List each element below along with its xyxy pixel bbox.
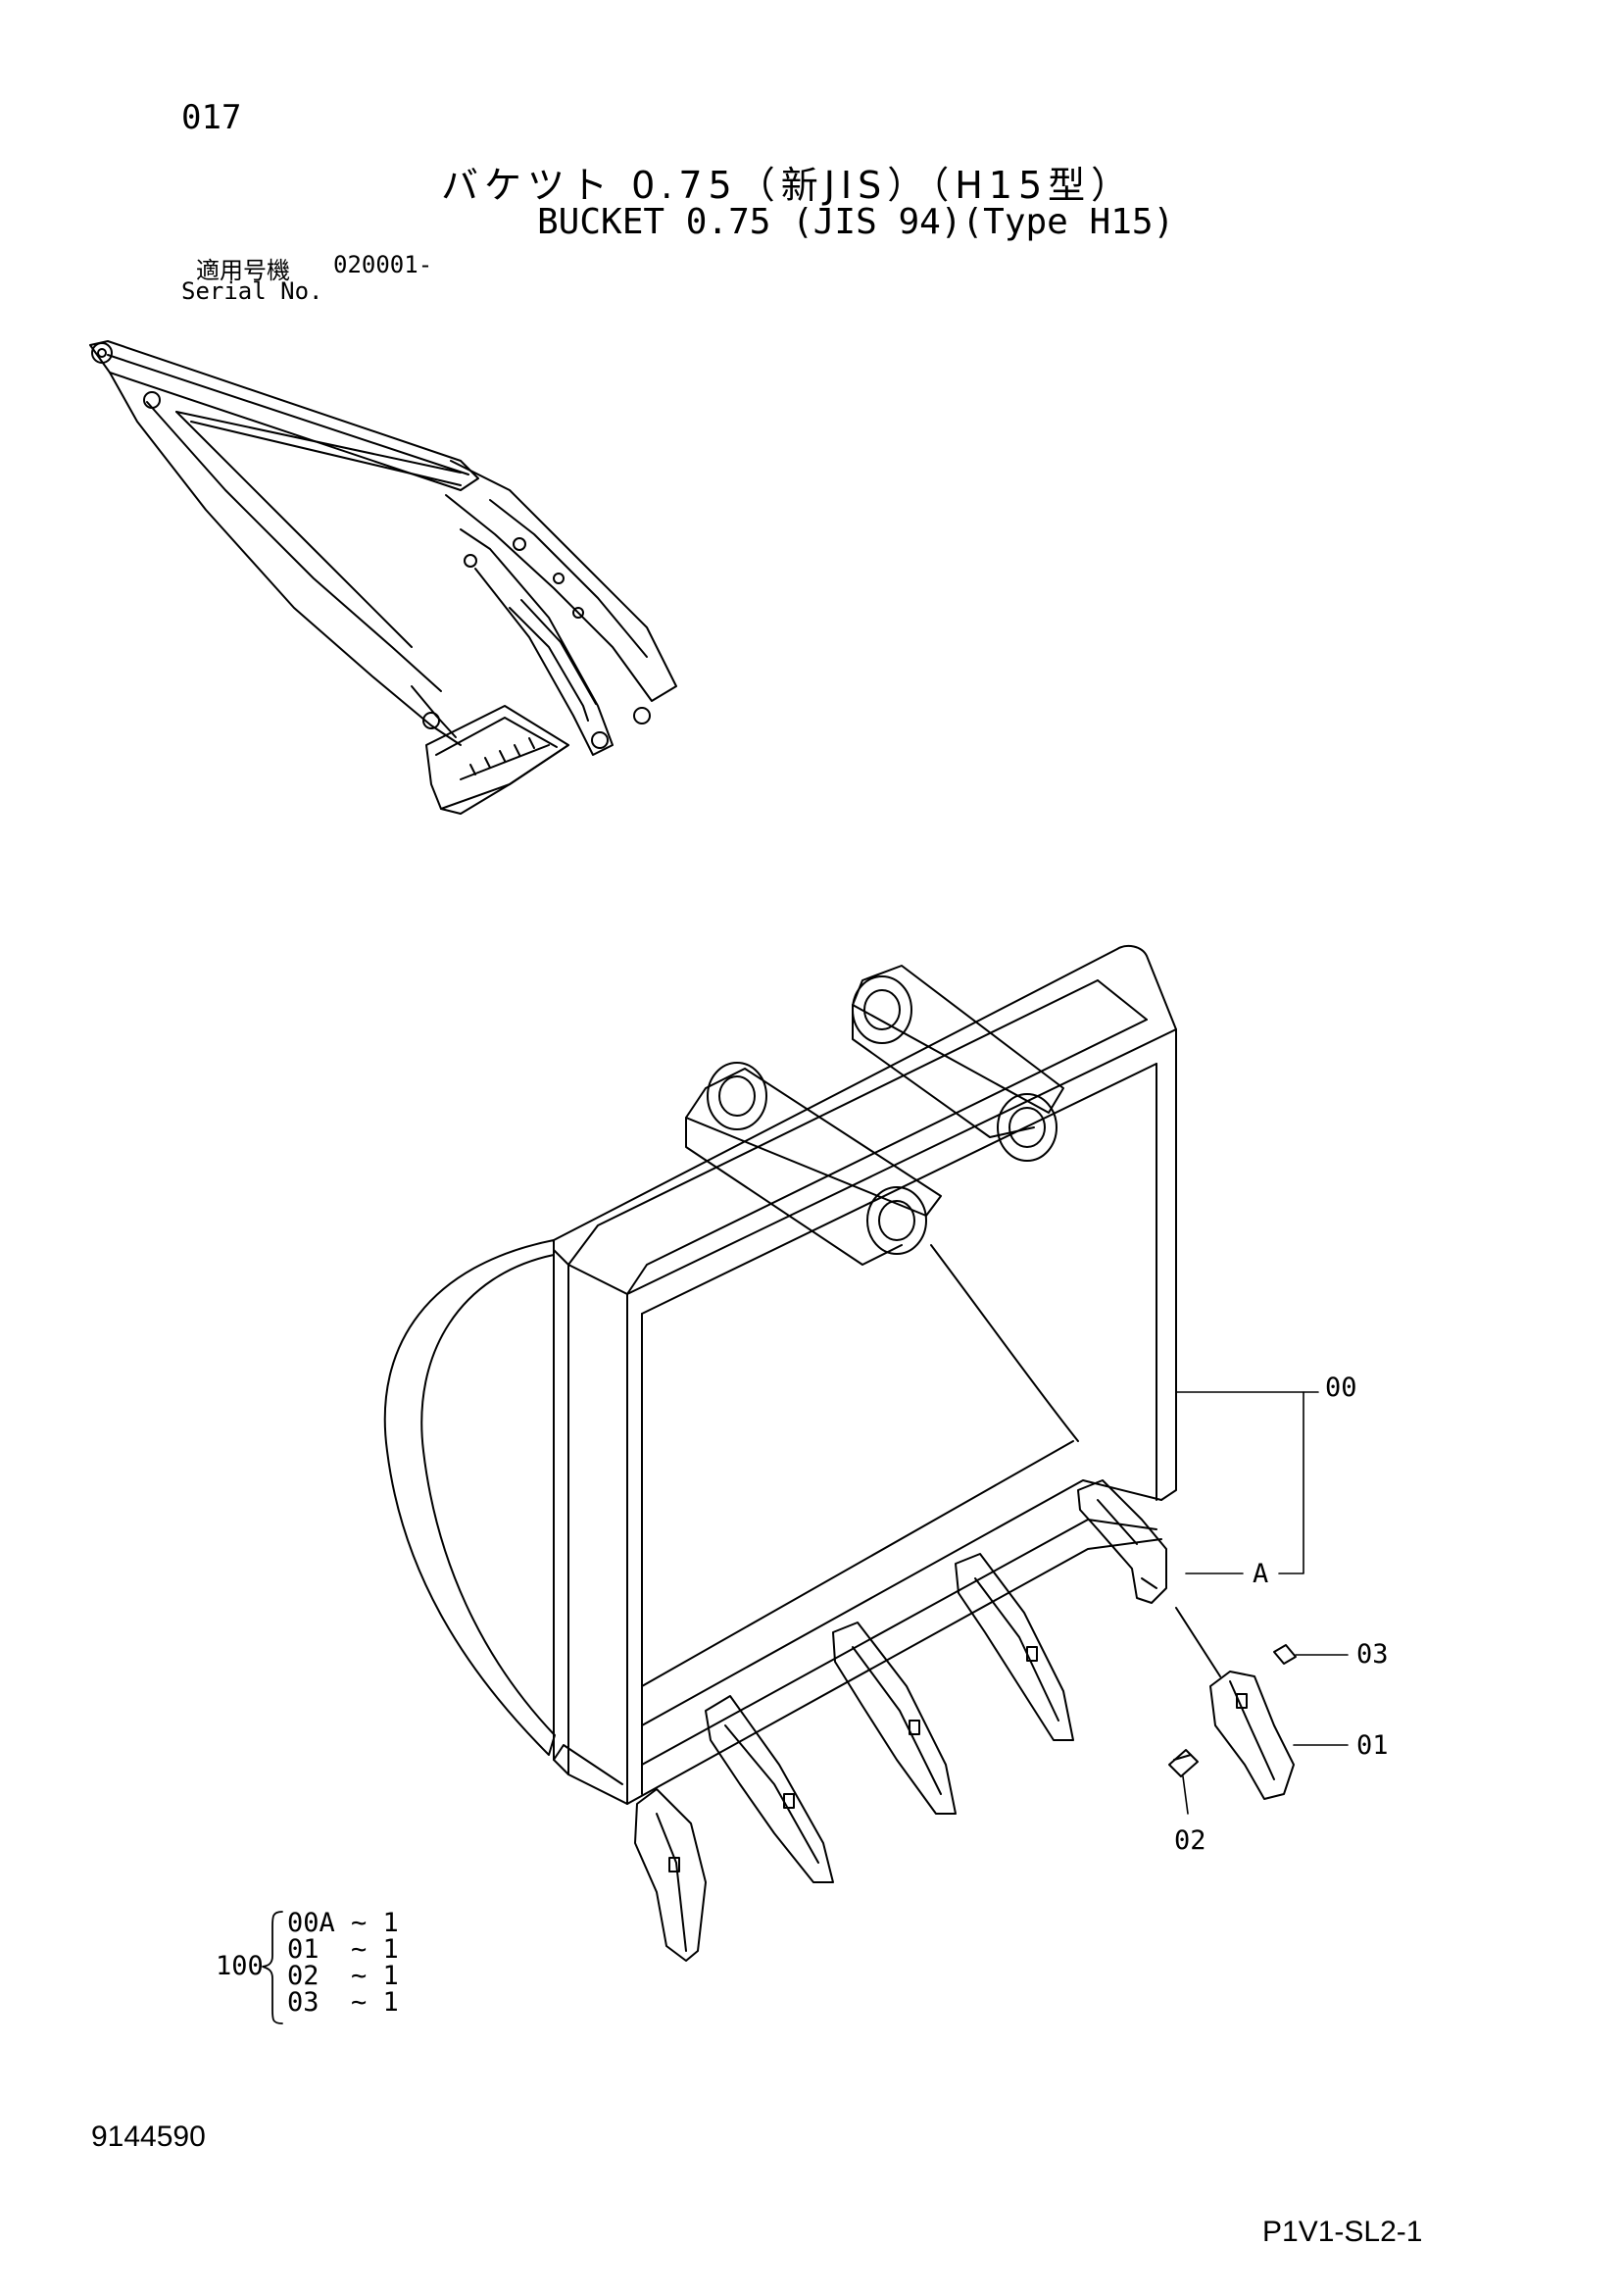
kit-item: 03 ~ 1	[287, 1987, 399, 2018]
exploded-tooth-assembly	[1168, 1607, 1297, 1800]
bucket-tooth	[955, 1553, 1074, 1741]
kit-brace	[262, 1911, 283, 2024]
title-japanese: バケツト 0.75（新JIS）（H15型）	[441, 164, 1135, 207]
title-english: BUCKET 0.75 (JIS 94)(Type H15)	[537, 202, 1175, 242]
bucket-tooth	[832, 1622, 957, 1815]
leader-lines	[1175, 1391, 1349, 1815]
callout-A: A	[1253, 1559, 1269, 1589]
callout-03: 03	[1356, 1639, 1389, 1670]
serial-value: 020001-	[333, 251, 433, 278]
kit-number: 100	[216, 1951, 264, 1981]
bucket-tooth	[634, 1788, 707, 1962]
hinge-bracket-left	[685, 1062, 942, 1266]
kit-item: 01 ~ 1	[287, 1934, 399, 1965]
excavator-overview-illustration	[89, 340, 677, 815]
serial-label-english: Serial No.	[181, 277, 323, 305]
sheet-code: P1V1-SL2-1	[1262, 2216, 1423, 2248]
page-number: 017	[181, 98, 242, 137]
bucket-main-illustration	[383, 944, 1349, 1962]
kit-item: 02 ~ 1	[287, 1961, 399, 1991]
callout-00: 00	[1325, 1373, 1357, 1403]
hinge-bracket-right	[852, 965, 1064, 1162]
callout-01: 01	[1356, 1730, 1389, 1761]
document-number: 9144590	[91, 2121, 206, 2153]
bucket-tooth	[1077, 1479, 1167, 1604]
kit-item: 00A ~ 1	[287, 1908, 399, 1938]
serial-label-japanese: 適用号機	[196, 257, 290, 284]
bucket-tooth	[705, 1695, 834, 1883]
callout-02: 02	[1174, 1825, 1206, 1856]
